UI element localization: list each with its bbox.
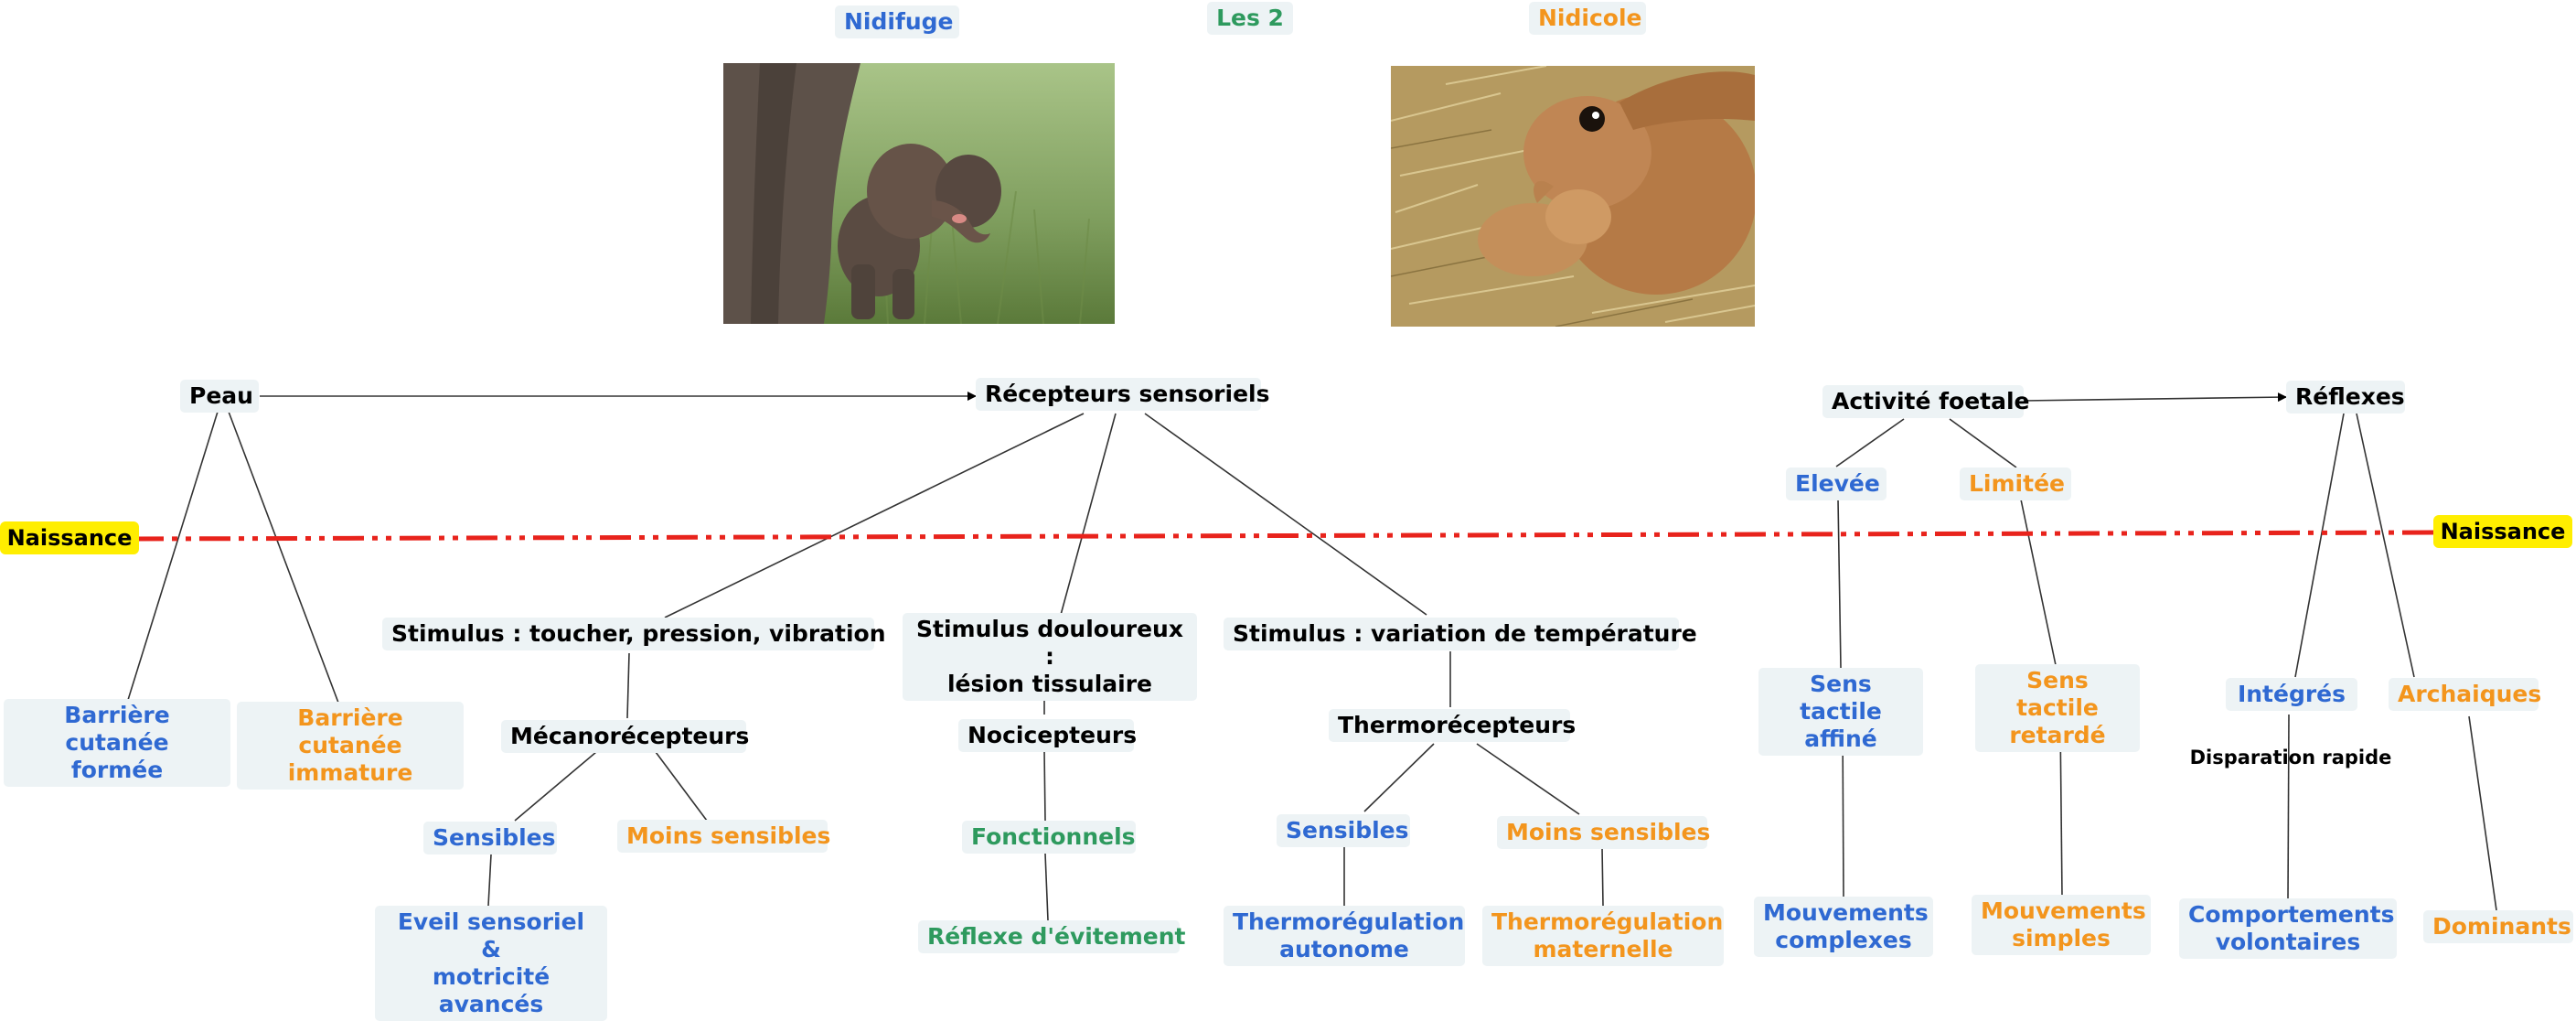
- node-thermorecepteurs: Thermorécepteurs: [1329, 709, 1576, 742]
- node-stimulus-toucher: Stimulus : toucher, pression, vibration: [382, 618, 886, 650]
- naissance-label-right: Naissance: [2433, 515, 2572, 548]
- node-comportements-volontaires: Comportements volontaires: [2179, 898, 2397, 959]
- node-fonctionnels: Fonctionnels: [962, 821, 1136, 854]
- node-integres: Intégrés: [2226, 678, 2357, 711]
- node-reflexes: Réflexes: [2286, 381, 2405, 414]
- node-elevee: Elevée: [1786, 468, 1887, 500]
- node-peau: Peau: [180, 380, 259, 413]
- node-mecano-moins-sensibles: Moins sensibles: [617, 820, 830, 853]
- concept-map-links: [127, 392, 2497, 921]
- node-dominants: Dominants: [2423, 910, 2573, 943]
- node-nocicepteurs: Nocicepteurs: [958, 719, 1137, 752]
- node-activite-foetale: Activité foetale: [1822, 385, 2030, 418]
- node-reflexe-evitement: Réflexe d'évitement: [918, 920, 1186, 953]
- label-nidicole: Nidicole: [1529, 2, 1646, 35]
- node-mouvements-simples: Mouvements simples: [1972, 895, 2151, 955]
- node-mouvements-complexes: Mouvements complexes: [1754, 897, 1933, 957]
- rabbit-with-kit-photo: [1391, 66, 1755, 327]
- node-thermoregulation-maternelle: Thermorégulation maternelle: [1482, 906, 1724, 966]
- label-les-2: Les 2: [1207, 2, 1293, 35]
- baby-elephant-photo: [723, 63, 1115, 324]
- naissance-label-left: Naissance: [0, 521, 139, 554]
- node-stimulus-douloureux: Stimulus douloureux : lésion tissulaire: [903, 613, 1197, 701]
- node-stimulus-temperature: Stimulus : variation de température: [1224, 618, 1697, 650]
- node-mecano-sensibles: Sensibles: [423, 822, 557, 854]
- node-thermo-moins-sensibles: Moins sensibles: [1497, 816, 1710, 849]
- node-recepteurs-sensoriels: Récepteurs sensoriels: [976, 378, 1270, 411]
- arrow-activite-reflexes: [2022, 392, 2287, 403]
- node-thermo-sensibles: Sensibles: [1277, 814, 1410, 847]
- label-nidifuge: Nidifuge: [835, 5, 959, 38]
- naissance-line: [132, 530, 2441, 542]
- node-sens-tactile-affine: Sens tactile affiné: [1758, 668, 1923, 756]
- node-barriere-immature: Barrière cutanée immature: [237, 702, 464, 790]
- node-barriere-formee: Barrière cutanée formée: [4, 699, 230, 787]
- node-eveil-sensoriel: Eveil sensoriel & motricité avancés: [375, 906, 607, 1021]
- node-sens-tactile-retarde: Sens tactile retardé: [1975, 664, 2140, 752]
- node-mecanorecepteurs: Mécanorécepteurs: [501, 720, 749, 753]
- node-limitee: Limitée: [1960, 468, 2071, 500]
- node-archaiques: Archaiques: [2389, 678, 2541, 711]
- node-thermoregulation-autonome: Thermorégulation autonome: [1224, 906, 1465, 966]
- node-disparation-rapide: Disparation rapide: [2189, 747, 2392, 768]
